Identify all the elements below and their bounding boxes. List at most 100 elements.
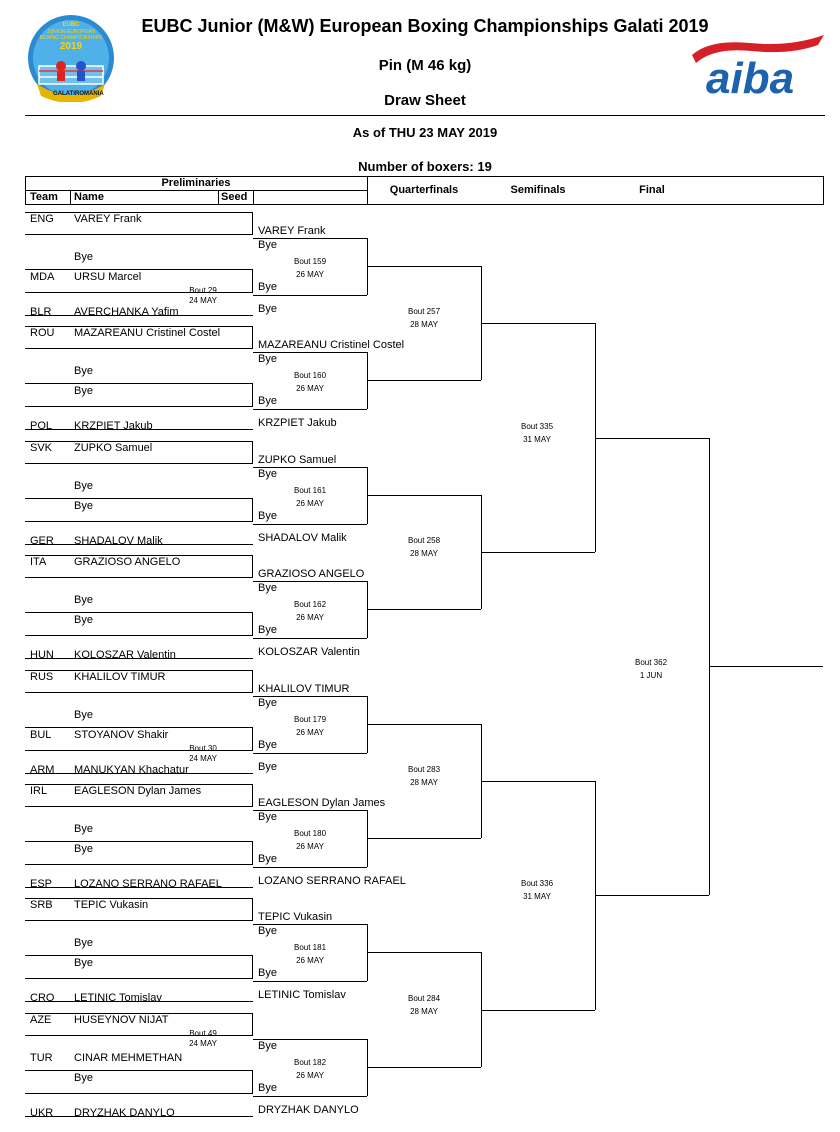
r16-bottom-name: SHADALOV Malik bbox=[258, 531, 347, 544]
qf-line bbox=[367, 266, 481, 267]
r16-line bbox=[253, 581, 367, 583]
entry-name: DRYZHAK DANYLO bbox=[74, 1106, 175, 1119]
semifinals-header: Semifinals bbox=[510, 184, 566, 196]
r16-line bbox=[253, 752, 367, 754]
entry-name: CINAR MEHMETHAN bbox=[74, 1051, 183, 1064]
sf-bout-date: 31 MAY bbox=[523, 434, 551, 444]
r16-line bbox=[253, 1038, 367, 1040]
r16-line bbox=[253, 295, 367, 296]
r16-bye-label: Bye bbox=[258, 696, 277, 709]
bye-label: Bye bbox=[74, 708, 93, 721]
slot-line bbox=[25, 315, 253, 316]
winner-line bbox=[709, 666, 823, 668]
slot-line bbox=[25, 806, 253, 807]
sf-line bbox=[481, 1009, 595, 1011]
sf-line bbox=[481, 552, 595, 553]
slot-line bbox=[25, 577, 253, 579]
r16-line bbox=[253, 1095, 367, 1097]
r16-bottom-name: DRYZHAK DANYLO bbox=[258, 1103, 359, 1116]
weight-category: Pin (M 46 kg) bbox=[378, 57, 472, 74]
slot-line bbox=[25, 497, 253, 499]
entry-team: POL bbox=[30, 420, 53, 433]
r16-top-name: GRAZIOSO ANGELO bbox=[258, 568, 365, 581]
r16-bye-label: Bye bbox=[258, 467, 277, 480]
r16-line bbox=[253, 810, 367, 811]
slot-line bbox=[25, 1034, 253, 1036]
entry-name: GRAZIOSO ANGELO bbox=[74, 556, 181, 569]
slot-line bbox=[25, 462, 253, 464]
r16-bye-label: Bye bbox=[258, 1039, 277, 1052]
bye-label: Bye bbox=[74, 937, 93, 950]
r16-bout-date: 26 MAY bbox=[296, 498, 324, 508]
seed-header: Seed bbox=[221, 191, 248, 203]
r16-bye-label: Bye bbox=[258, 582, 277, 595]
slot-line bbox=[25, 1115, 253, 1117]
slot-vline bbox=[252, 955, 253, 979]
r16-line bbox=[253, 409, 367, 411]
sf-line bbox=[481, 323, 595, 325]
sf-line bbox=[481, 780, 595, 782]
r16-top-name: ZUPKO Samuel bbox=[258, 453, 337, 466]
r16-bye-label: Bye bbox=[258, 281, 277, 293]
entry-team: GER bbox=[30, 534, 54, 547]
r16-bout-date: 26 MAY bbox=[296, 956, 324, 966]
r16-bout-number: Bout 159 bbox=[293, 257, 327, 266]
r16-bye-label: Bye bbox=[258, 509, 277, 522]
r16-bout-number: Bout 180 bbox=[293, 829, 327, 838]
r16-line bbox=[253, 352, 367, 354]
r16-bye-label: Bye bbox=[258, 967, 277, 980]
slot-line bbox=[25, 612, 253, 614]
aiba-logo: aiba bbox=[690, 33, 828, 103]
slot-vline bbox=[252, 1069, 253, 1093]
slot-line bbox=[25, 658, 253, 660]
entry-team: RUS bbox=[30, 670, 54, 683]
slot-line bbox=[25, 1092, 253, 1094]
entry-name: KRZPIET Jakub bbox=[74, 420, 153, 433]
slot-vline bbox=[252, 555, 253, 578]
entry-team: ROU bbox=[30, 327, 55, 340]
sf-bout-number: Bout 336 bbox=[520, 879, 554, 889]
slot-line bbox=[25, 898, 253, 900]
slot-line bbox=[25, 887, 253, 888]
slot-line bbox=[25, 440, 253, 442]
r16-bout-date: 26 MAY bbox=[296, 727, 324, 737]
entry-team: ITA bbox=[30, 556, 47, 569]
entry-name: KHALILOV TIMUR bbox=[74, 670, 166, 683]
r16-line bbox=[253, 238, 367, 239]
slot-line bbox=[25, 1001, 253, 1003]
svg-text:GALATI: GALATI bbox=[53, 91, 75, 97]
slot-line bbox=[25, 784, 253, 785]
r16-bye-label: Bye bbox=[258, 853, 277, 865]
entry-team: ENG bbox=[30, 213, 54, 225]
r16-line bbox=[253, 924, 367, 926]
slot-line bbox=[25, 691, 253, 693]
r16-bye-label: Bye bbox=[258, 1081, 277, 1094]
header-divider bbox=[25, 115, 825, 116]
col-divider-team bbox=[70, 190, 71, 204]
slot-vline bbox=[252, 440, 253, 463]
slot-vline bbox=[252, 669, 253, 692]
table-bottom-border bbox=[25, 204, 824, 205]
slot-line bbox=[25, 635, 253, 637]
table-right-border bbox=[823, 176, 824, 204]
slot-vline bbox=[252, 326, 253, 349]
entry-name: LOZANO SERRANO RAFAEL bbox=[74, 878, 222, 890]
r16-bottom-name: Bye bbox=[258, 760, 277, 773]
slot-line bbox=[25, 555, 253, 557]
table-divider bbox=[367, 176, 368, 204]
r16-line bbox=[253, 638, 367, 640]
slot-vline bbox=[252, 898, 253, 921]
entry-team: ARM bbox=[30, 763, 55, 776]
eubc-logo: EUBC JUNIOR EUROPEAN BOXING CHAMPIONSHIP… bbox=[27, 14, 115, 107]
slot-line bbox=[25, 406, 253, 408]
entry-team: CRO bbox=[30, 992, 55, 1005]
entry-team: MDA bbox=[30, 271, 55, 283]
r16-bout-date: 26 MAY bbox=[296, 613, 324, 623]
slot-line bbox=[25, 841, 253, 842]
slot-vline bbox=[252, 212, 253, 234]
entry-name: STOYANOV Shakir bbox=[74, 728, 169, 741]
entry-name: ZUPKO Samuel bbox=[74, 441, 153, 454]
r16-top-name: MAZAREANU Cristinel Costel bbox=[258, 339, 405, 352]
entry-team: BUL bbox=[30, 728, 52, 741]
r16-bye-label: Bye bbox=[258, 395, 277, 408]
